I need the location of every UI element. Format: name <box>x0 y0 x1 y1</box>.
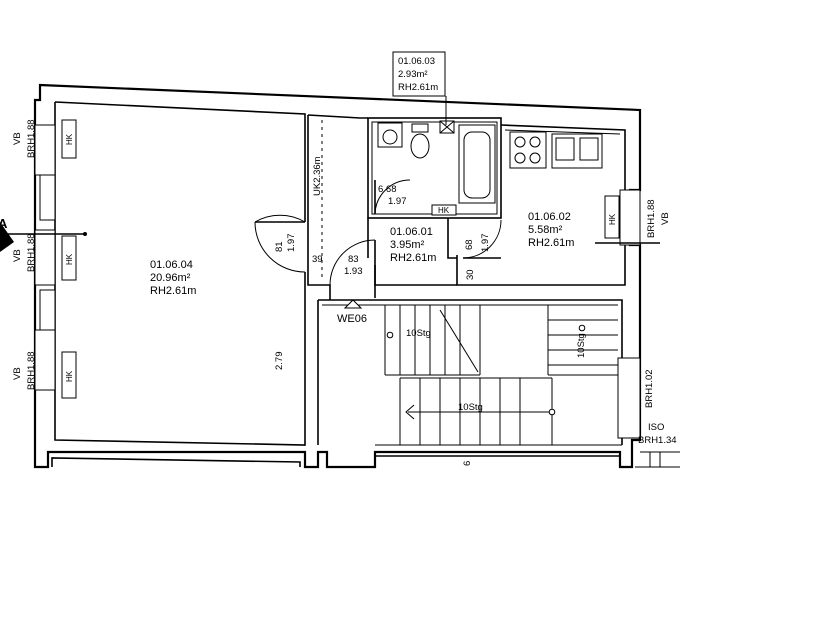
svg-text:01.06.01: 01.06.01 <box>390 226 433 238</box>
bathtub-icon <box>458 124 496 204</box>
radiator-4: HK <box>604 195 620 239</box>
room-callout-01-06-03: 01.06.03 2.93m² RH2.61m <box>392 51 447 125</box>
room-label-01-06-01: 01.06.01 3.95m² RH2.61m <box>390 226 436 264</box>
svg-text:HK: HK <box>608 213 617 225</box>
living-room-wall <box>54 101 306 222</box>
window-label-left-3: VB BRH1.88 <box>12 351 37 390</box>
door-bath <box>374 179 411 215</box>
svg-text:5.58m²: 5.58m² <box>528 224 563 236</box>
entrance-marker: WE06 <box>337 299 367 325</box>
svg-text:WE06: WE06 <box>337 313 367 325</box>
svg-text:BRH1.88: BRH1.88 <box>26 351 37 390</box>
svg-text:3.95m²: 3.95m² <box>390 239 425 251</box>
kitchen-wall <box>456 124 626 286</box>
stair-lower <box>386 324 586 445</box>
svg-text:BRH1.02: BRH1.02 <box>644 369 655 408</box>
uk-label: UK2.36m <box>312 156 323 196</box>
window-left-2 <box>34 229 56 286</box>
svg-text:HK: HK <box>65 253 74 265</box>
dim-83: 83 <box>348 254 359 265</box>
dim-30: 30 <box>465 269 476 280</box>
dim-81: 81 <box>274 241 285 252</box>
svg-text:VB: VB <box>12 132 23 145</box>
dim-197-a: 1.97 <box>286 234 297 253</box>
svg-text:BRH1.88: BRH1.88 <box>26 233 37 272</box>
door-entrance <box>329 239 376 286</box>
door-kitchen <box>462 219 502 259</box>
stairs-label-lower: 10Stg <box>458 402 483 413</box>
toilet-icon <box>410 123 430 159</box>
svg-text:01.06.04: 01.06.04 <box>150 259 193 271</box>
section-marker: A <box>0 216 87 252</box>
corridor-wall <box>307 115 331 300</box>
radiator-2: HK <box>61 235 77 281</box>
svg-text:20.96m²: 20.96m² <box>150 272 191 284</box>
stair-right <box>547 305 618 376</box>
room-label-01-06-04: 01.06.04 20.96m² RH2.61m <box>150 259 196 297</box>
svg-text:BRH1.34: BRH1.34 <box>638 435 677 446</box>
door-living-room <box>254 214 306 273</box>
window-left-1 <box>34 124 56 176</box>
svg-text:01.06.03: 01.06.03 <box>398 56 435 67</box>
svg-text:RH2.61m: RH2.61m <box>150 285 196 297</box>
stairs-label-upper: 10Stg <box>406 328 431 339</box>
dim-6-68: 6 68 <box>378 184 397 195</box>
dim-197-c: 1.97 <box>480 234 491 253</box>
svg-text:2.93m²: 2.93m² <box>398 69 428 80</box>
window-label-left-1: VB BRH1.88 <box>12 119 37 158</box>
dim-197-b: 1.97 <box>388 196 407 207</box>
window-right-2 <box>617 357 641 439</box>
bathroom-wall <box>367 117 502 219</box>
radiator-1: HK <box>61 119 77 159</box>
dim-6: 6 <box>462 461 473 466</box>
svg-text:HK: HK <box>65 133 74 145</box>
dim-193: 1.93 <box>344 266 363 277</box>
dim-68: 68 <box>464 239 475 250</box>
window-label-right-2: BRH1.02 <box>644 369 655 408</box>
window-right-1 <box>619 189 641 246</box>
iso-label: ISO BRH1.34 <box>638 422 677 446</box>
svg-text:A: A <box>0 216 8 231</box>
svg-text:VB: VB <box>12 367 23 380</box>
radiator-5: HK <box>431 204 457 216</box>
sink-icon <box>377 122 403 148</box>
svg-text:BRH1.88: BRH1.88 <box>646 199 657 238</box>
vent-icon <box>439 120 455 134</box>
window-left-3 <box>34 329 56 391</box>
kitchen-sink-icon <box>551 133 603 169</box>
svg-text:RH2.61m: RH2.61m <box>390 252 436 264</box>
svg-text:RH2.61m: RH2.61m <box>528 237 574 249</box>
svg-text:VB: VB <box>12 249 23 262</box>
stair-upper <box>384 305 481 376</box>
radiator-3: HK <box>61 351 77 399</box>
svg-text:01.06.02: 01.06.02 <box>528 211 571 223</box>
window-label-left-2: VB BRH1.88 <box>12 233 37 272</box>
svg-text:ISO: ISO <box>648 422 664 433</box>
svg-text:HK: HK <box>438 206 450 215</box>
svg-text:RH2.61m: RH2.61m <box>398 82 438 93</box>
stairs-label-right: 10Stg <box>576 333 587 358</box>
svg-text:HK: HK <box>65 370 74 382</box>
dim-39: 39 <box>312 254 323 265</box>
svg-text:BRH1.88: BRH1.88 <box>26 119 37 158</box>
window-label-right-1: BRH1.88 VB <box>646 199 671 238</box>
stove-icon <box>509 131 547 169</box>
svg-text:VB: VB <box>660 212 671 225</box>
dim-279: 2.79 <box>274 352 285 371</box>
room-label-01-06-02: 01.06.02 5.58m² RH2.61m <box>528 211 574 249</box>
